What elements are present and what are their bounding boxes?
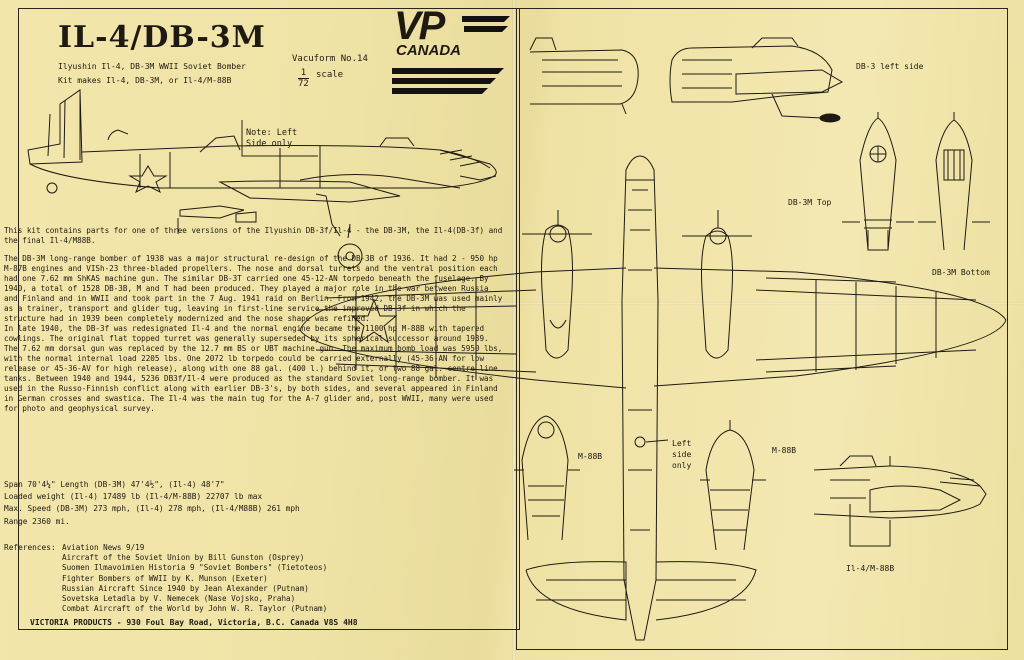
label-db3m-bottom: DB-3M Bottom <box>932 268 990 277</box>
spec-span: Span 70'4¼" Length (DB-3M) 47'4½", (Il-4… <box>4 480 225 489</box>
db3-nose-side-views <box>522 30 862 130</box>
reference-item: Sovetska Letadla by V. Nemecek (Nase Voj… <box>62 594 296 604</box>
history-text: This kit contains parts for one of three… <box>4 226 504 414</box>
vacuform-number: Vacuform No.14 <box>292 54 368 64</box>
fold-line-vertical <box>512 0 516 660</box>
spec-weight: Loaded weight (Il-4) 17489 lb (Il-4/M-88… <box>4 492 263 502</box>
reference-item: Aircraft of the Soviet Union by Bill Gun… <box>62 553 305 563</box>
scale-denominator: 72 <box>298 79 309 89</box>
label-m88b-right: M-88B <box>772 446 797 455</box>
references-list: Aviation News 9/19 Aircraft of the Sovie… <box>62 543 327 614</box>
page-title: IL-4/DB-3M <box>58 20 266 55</box>
subtitle: Ilyushin Il-4, DB-3M WWII Soviet Bomber <box>58 62 246 71</box>
note-box <box>240 118 320 158</box>
logo-stripes <box>392 16 510 94</box>
vp-canada-logo: VP CANADA <box>392 4 510 94</box>
plan-view-drawing <box>296 150 1014 650</box>
label-il4-m88b: Il-4/M-88B <box>846 564 895 573</box>
fold-line-horizontal <box>0 302 1024 305</box>
label-db3-left-side: DB-3 left side <box>856 62 924 71</box>
publisher-footer: VICTORIA PRODUCTS - 930 Foul Bay Road, V… <box>30 618 358 627</box>
spec-speed: Max. Speed (DB-3M) 273 mph, (Il-4) 278 m… <box>4 504 300 514</box>
right-panel-frame <box>516 8 1008 650</box>
scale-fraction: 1 72 <box>298 68 309 89</box>
intro-paragraph: This kit contains parts for one of three… <box>4 226 503 245</box>
db3m-nose-top-bottom <box>838 110 998 260</box>
reference-item: Russian Aircraft Since 1940 by Jean Alex… <box>62 583 309 593</box>
logo-vp: VP <box>394 4 445 48</box>
scale-numerator: 1 <box>298 68 309 79</box>
m88b-nacelle-views <box>506 400 816 550</box>
label-m88b-left: M-88B <box>578 452 603 461</box>
logo-canada: CANADA <box>396 42 461 59</box>
scale-label: scale <box>316 70 344 80</box>
label-left-side-only: Left side only <box>672 439 692 470</box>
il4-m88b-side-view <box>810 450 1010 560</box>
note-left-side: Note: Left Side only <box>246 128 298 149</box>
il4-paragraph: In late 1940, the DB-3f was redesignated… <box>4 324 503 413</box>
reference-item: Combat Aircraft of the World by John W. … <box>62 604 328 614</box>
reference-item: Fighter Bombers of WWII by K. Munson (Ex… <box>62 573 268 583</box>
spec-range: Range 2360 mi. <box>4 516 70 526</box>
kit-makes-line: Kit makes Il-4, DB-3M, or Il-4/M-88B <box>58 76 232 85</box>
reference-item: Aviation News 9/19 <box>62 543 145 552</box>
left-panel-frame <box>18 8 520 630</box>
references-label: References: <box>4 543 56 552</box>
reference-item: Suomen Ilmavoimien Historia 9 "Soviet Bo… <box>62 563 328 573</box>
label-db3m-top: DB-3M Top <box>788 198 832 207</box>
side-view-drawing <box>20 84 510 280</box>
db3m-paragraph: The DB-3M long-range bomber of 1938 was … <box>4 254 503 323</box>
specifications: Span 70'4¼" Length (DB-3M) 47'4½", (Il-4… <box>4 479 300 528</box>
